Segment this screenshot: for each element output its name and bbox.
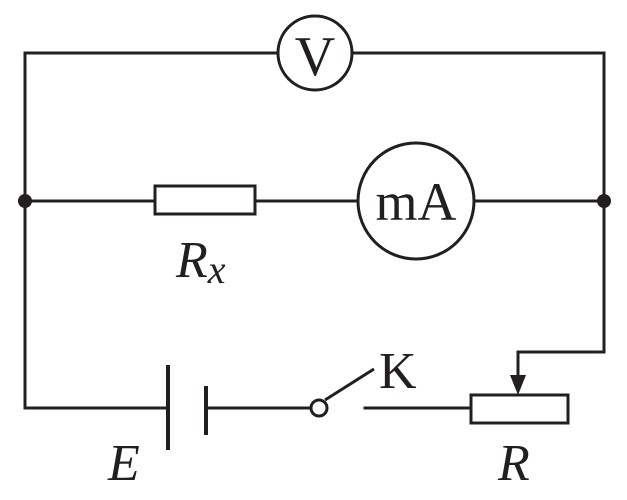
switch-label: K (379, 343, 417, 400)
wires (23, 51, 606, 410)
rheostat-slider-arrow (510, 375, 526, 395)
rheostat-label: R (497, 435, 530, 492)
milliammeter: mA (356, 141, 476, 261)
milliammeter-symbol: mA (376, 172, 457, 232)
battery (166, 365, 208, 450)
battery-label: E (107, 435, 140, 492)
resistor-rx-label-main: R (175, 232, 208, 289)
resistor-rx (153, 184, 257, 216)
wire-top-right (350, 51, 606, 203)
switch-pivot (309, 398, 329, 418)
switch-blade (324, 367, 375, 402)
wire-left-bottom (23, 199, 170, 410)
switch (309, 367, 375, 418)
wire-top-left (23, 51, 280, 203)
resistor-rx-label-sub: x (207, 247, 226, 292)
wire-right-slider (516, 199, 606, 382)
junction-left-dot (18, 194, 32, 208)
voltmeter-symbol: V (295, 26, 335, 88)
resistor-rx-label: Rx (175, 232, 226, 292)
rheostat (469, 393, 570, 425)
voltmeter: V (276, 14, 354, 92)
junction-right-dot (597, 194, 611, 208)
